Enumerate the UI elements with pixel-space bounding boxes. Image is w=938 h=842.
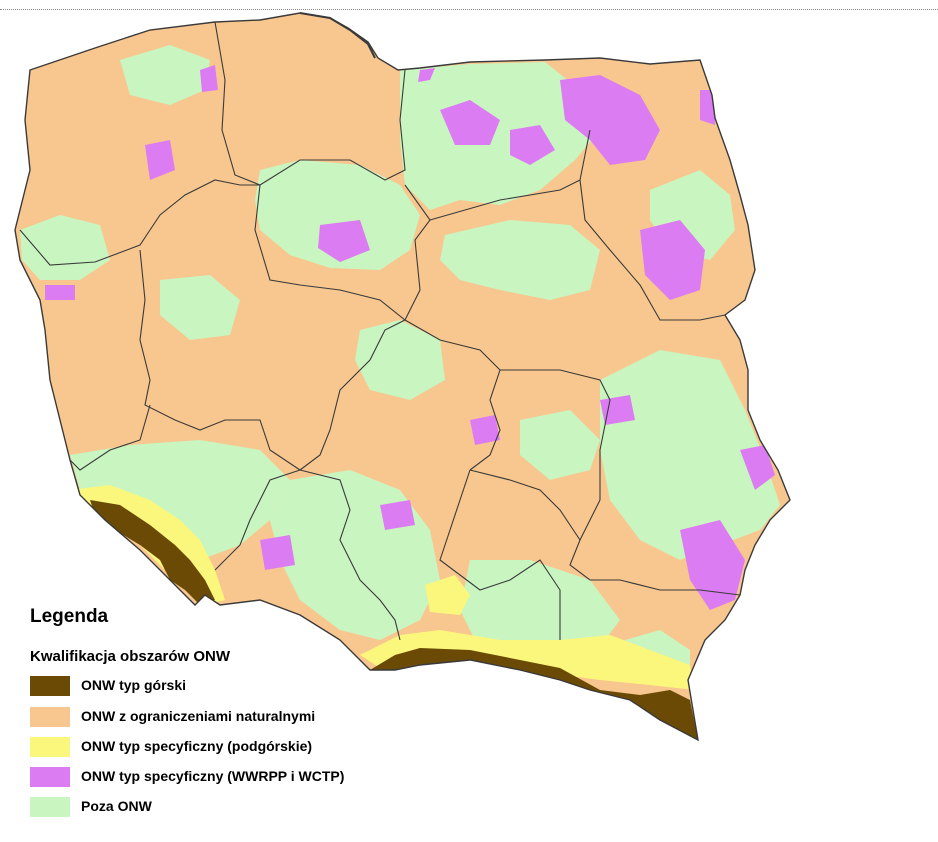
legend-swatch xyxy=(30,676,70,696)
frame-top-border xyxy=(0,9,938,10)
legend-title: Legenda xyxy=(30,606,109,627)
poza-onw-areas xyxy=(20,45,780,680)
legend-swatch xyxy=(30,737,70,757)
map-legend: Legenda Kwalifikacja obszarów ONW ONW ty… xyxy=(30,606,450,826)
voivodeship-borders xyxy=(19,21,741,641)
legend-swatch xyxy=(30,767,70,787)
legend-label: ONW typ górski xyxy=(81,677,187,693)
legend-label: ONW typ specyficzny (podgórskie) xyxy=(81,738,313,754)
legend-subtitle: Kwalifikacja obszarów ONW xyxy=(30,648,231,665)
legend-label: ONW typ specyficzny (WWRPP i WCTP) xyxy=(81,768,345,784)
land-classes xyxy=(20,45,780,740)
legend-swatch xyxy=(30,797,70,817)
legend-label: Poza ONW xyxy=(81,798,152,814)
wwrpp-wctp-areas xyxy=(45,65,775,610)
legend-label: ONW z ograniczeniami naturalnymi xyxy=(81,708,316,724)
legend-swatch xyxy=(30,707,70,727)
hel-peninsula xyxy=(299,12,376,59)
